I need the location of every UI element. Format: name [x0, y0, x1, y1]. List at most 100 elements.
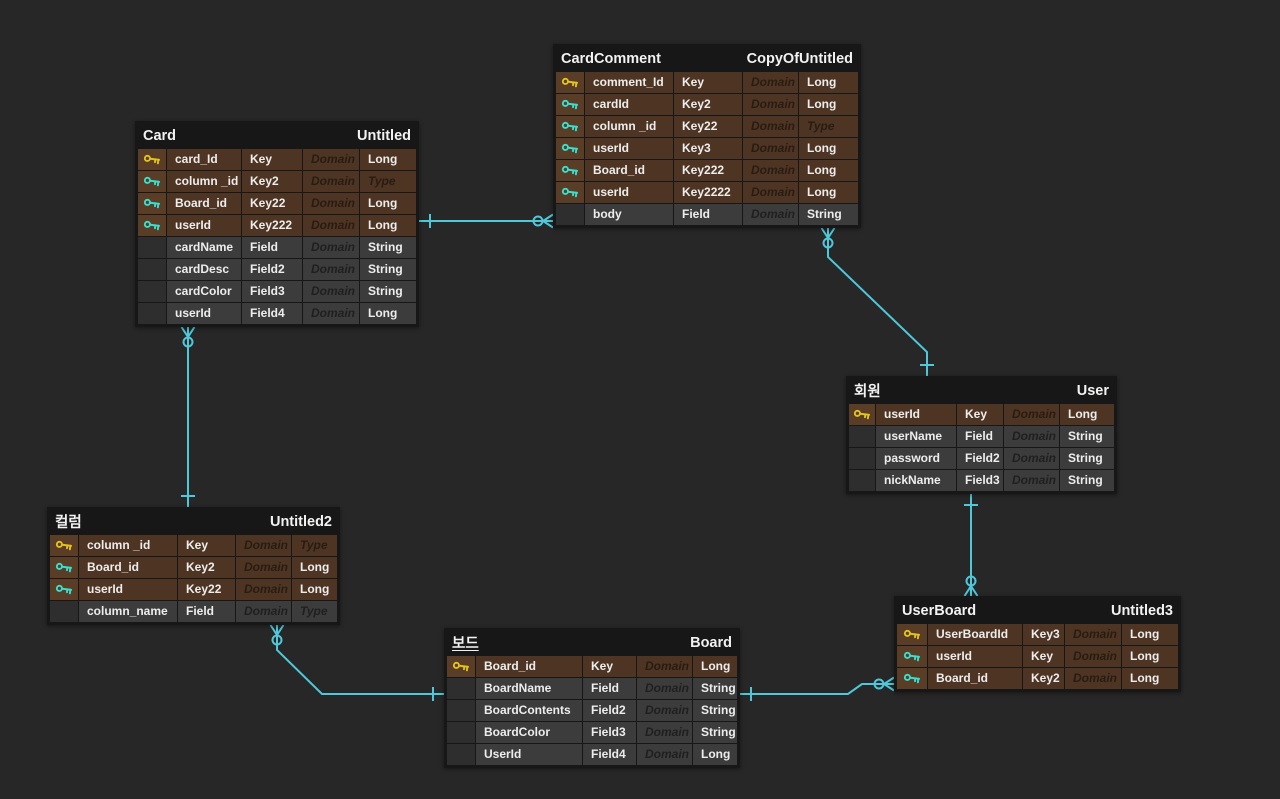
column-domain-cell[interactable]: Domain	[303, 303, 359, 324]
column-name-cell[interactable]: column _id	[79, 535, 177, 556]
column-type-cell[interactable]: Long	[360, 193, 416, 214]
column-key-cell[interactable]: Field3	[583, 722, 636, 743]
column-key-cell[interactable]: Key222	[242, 215, 302, 236]
column-key-cell[interactable]: Key	[242, 149, 302, 170]
column-domain-cell[interactable]: Domain	[1065, 668, 1121, 689]
column-name-cell[interactable]: nickName	[876, 470, 956, 491]
column-name-cell[interactable]: Board_id	[167, 193, 241, 214]
column-key-cell[interactable]: Key2	[242, 171, 302, 192]
column-key-cell[interactable]: Field	[957, 426, 1003, 447]
column-name-cell[interactable]: cardName	[167, 237, 241, 258]
column-key-cell[interactable]: Field	[583, 678, 636, 699]
entity-title[interactable]: 보드	[452, 636, 479, 652]
column-name-cell[interactable]: column_name	[79, 601, 177, 622]
column-name-cell[interactable]: column _id	[167, 171, 241, 192]
column-key-cell[interactable]: Key22	[242, 193, 302, 214]
column-domain-cell[interactable]: Domain	[236, 579, 291, 600]
column-type-cell[interactable]: String	[360, 237, 416, 258]
entity-title[interactable]: UserBoard	[902, 602, 977, 619]
column-type-cell[interactable]: Long	[799, 94, 858, 115]
relationship-board-userboard[interactable]	[740, 676, 895, 702]
column-name-cell[interactable]: comment_Id	[585, 72, 673, 93]
column-key-cell[interactable]: Field4	[242, 303, 302, 324]
column-name-cell[interactable]: card_Id	[167, 149, 241, 170]
column-name-cell[interactable]: cardColor	[167, 281, 241, 302]
column-domain-cell[interactable]: Domain	[236, 601, 291, 622]
column-type-cell[interactable]: String	[693, 700, 737, 721]
column-domain-cell[interactable]: Domain	[303, 171, 359, 192]
column-key-cell[interactable]: Key3	[674, 138, 742, 159]
column-domain-cell[interactable]: Domain	[743, 160, 798, 181]
entity-logical-name[interactable]: Untitled	[357, 127, 411, 144]
column-key-cell[interactable]: Key	[674, 72, 742, 93]
entity-title[interactable]: 회원	[854, 384, 881, 400]
column-type-cell[interactable]: Long	[360, 149, 416, 170]
column-key-cell[interactable]: Field	[674, 204, 742, 225]
column-key-cell[interactable]: Key222	[674, 160, 742, 181]
entity-title[interactable]: Card	[143, 127, 177, 144]
column-type-cell[interactable]: String	[693, 678, 737, 699]
column-domain-cell[interactable]: Domain	[637, 722, 692, 743]
column-domain-cell[interactable]: Domain	[303, 149, 359, 170]
column-key-cell[interactable]: Key2	[674, 94, 742, 115]
column-domain-cell[interactable]: Domain	[303, 259, 359, 280]
column-key-cell[interactable]: Field2	[957, 448, 1003, 469]
column-domain-cell[interactable]: Domain	[743, 116, 798, 137]
column-key-cell[interactable]: Key	[1023, 646, 1064, 667]
column-key-cell[interactable]: Field3	[242, 281, 302, 302]
column-type-cell[interactable]: String	[360, 281, 416, 302]
column-domain-cell[interactable]: Domain	[1004, 426, 1059, 447]
column-key-cell[interactable]: Key2	[178, 557, 235, 578]
column-type-cell[interactable]: Long	[360, 303, 416, 324]
column-type-cell[interactable]: Long	[693, 656, 737, 677]
relationship-column-card[interactable]	[180, 326, 196, 507]
column-key-cell[interactable]: Key	[957, 404, 1003, 425]
column-name-cell[interactable]: UserBoardId	[928, 624, 1022, 645]
column-key-cell[interactable]: Key2222	[674, 182, 742, 203]
column-name-cell[interactable]: userId	[167, 215, 241, 236]
column-domain-cell[interactable]: Domain	[637, 656, 692, 677]
column-type-cell[interactable]: Long	[799, 138, 858, 159]
column-domain-cell[interactable]: Domain	[236, 557, 291, 578]
column-type-cell[interactable]: String	[360, 259, 416, 280]
column-name-cell[interactable]: Board_id	[928, 668, 1022, 689]
column-key-cell[interactable]: Field2	[242, 259, 302, 280]
column-type-cell[interactable]: Long	[799, 182, 858, 203]
column-name-cell[interactable]: BoardName	[476, 678, 582, 699]
column-type-cell[interactable]: Long	[799, 160, 858, 181]
column-type-cell[interactable]: Type	[292, 601, 337, 622]
column-type-cell[interactable]: Type	[360, 171, 416, 192]
column-name-cell[interactable]: cardDesc	[167, 259, 241, 280]
column-name-cell[interactable]: body	[585, 204, 673, 225]
column-key-cell[interactable]: Key	[583, 656, 636, 677]
column-domain-cell[interactable]: Domain	[303, 193, 359, 214]
column-domain-cell[interactable]: Domain	[637, 678, 692, 699]
entity-title[interactable]: 컬럼	[55, 515, 82, 531]
column-type-cell[interactable]: String	[1060, 470, 1114, 491]
column-name-cell[interactable]: userId	[79, 579, 177, 600]
column-name-cell[interactable]: userId	[585, 138, 673, 159]
relationship-board-column[interactable]	[269, 624, 445, 701]
column-type-cell[interactable]: Long	[1060, 404, 1114, 425]
column-name-cell[interactable]: userId	[876, 404, 956, 425]
column-type-cell[interactable]: String	[1060, 426, 1114, 447]
column-type-cell[interactable]: Long	[292, 557, 337, 578]
relationship-user-cardcomment[interactable]	[820, 227, 935, 376]
column-domain-cell[interactable]: Domain	[1004, 448, 1059, 469]
column-name-cell[interactable]: UserId	[476, 744, 582, 765]
column-key-cell[interactable]: Field4	[583, 744, 636, 765]
column-key-cell[interactable]: Key3	[1023, 624, 1064, 645]
column-name-cell[interactable]: Board_id	[585, 160, 673, 181]
column-domain-cell[interactable]: Domain	[1065, 646, 1121, 667]
column-type-cell[interactable]: Long	[360, 215, 416, 236]
column-domain-cell[interactable]: Domain	[637, 744, 692, 765]
relationship-card-cardcomment[interactable]	[419, 213, 554, 229]
column-key-cell[interactable]: Field3	[957, 470, 1003, 491]
column-domain-cell[interactable]: Domain	[303, 215, 359, 236]
